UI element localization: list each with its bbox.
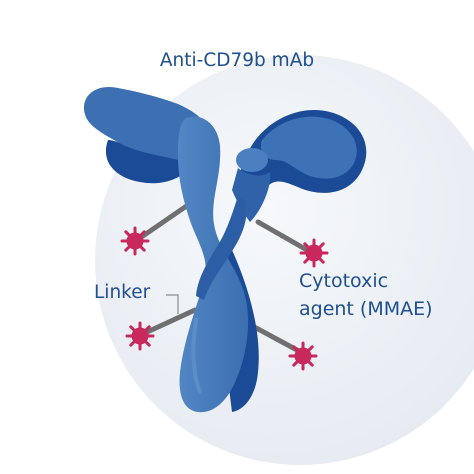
- antibody-stem-highlight: [191, 318, 202, 394]
- spiky-molecule-icon: [120, 226, 150, 256]
- antibody-left-arm-dark: [105, 140, 196, 184]
- linker-bottom-left: [142, 307, 198, 336]
- antibody-right-hinge: [236, 148, 268, 172]
- payload-label-line-1: Cytotoxic: [299, 270, 389, 292]
- payload-label-line-2: agent (MMAE): [299, 298, 433, 320]
- antibody-title: Anti-CD79b mAb: [159, 50, 315, 71]
- linker-top-right: [255, 219, 310, 253]
- spiky-molecule-icon: [125, 321, 155, 351]
- spiky-molecule-icon: [288, 341, 318, 371]
- antibody-cross-strand: [196, 196, 247, 300]
- antibody-right-arm-light: [260, 116, 357, 179]
- spiky-molecule-icon: [299, 238, 329, 268]
- linker-top-left: [137, 202, 191, 241]
- linker-label: Linker: [94, 282, 151, 303]
- linkers: [137, 202, 310, 353]
- linker-leader-line: [166, 294, 179, 314]
- antibody-icon: [84, 86, 367, 413]
